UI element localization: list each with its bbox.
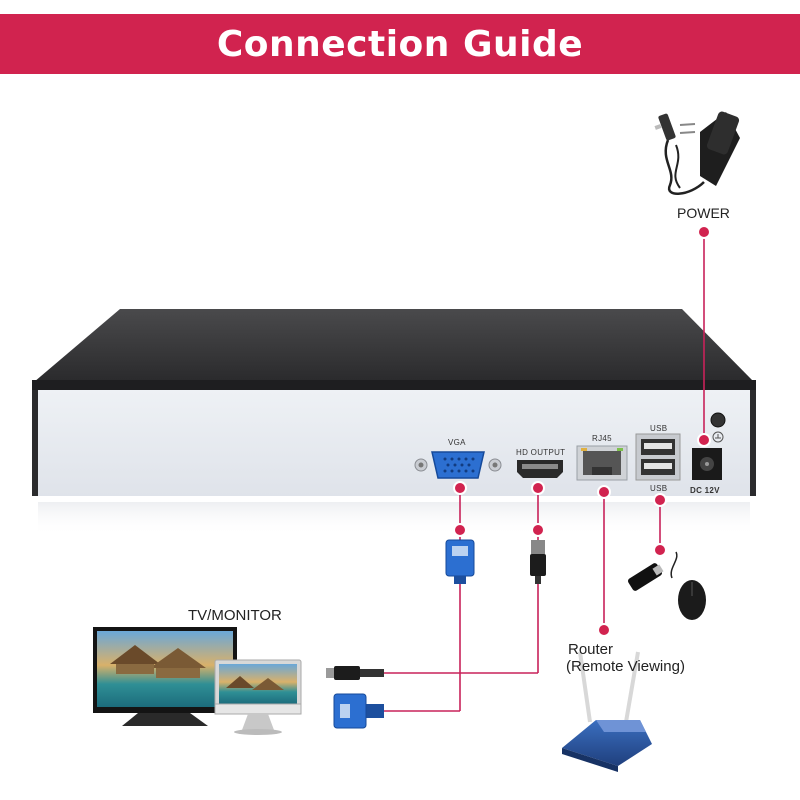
usb-peripheral-dot: [653, 543, 667, 557]
vga-dot: [453, 481, 467, 495]
router-label: Router: [568, 641, 614, 658]
vga-port: [414, 451, 502, 479]
usb-top-label: USB: [650, 424, 668, 433]
rj45-dot: [597, 485, 611, 499]
hd-cable-dot: [531, 523, 545, 537]
hd-output-port-label: HD OUTPUT: [516, 448, 566, 457]
usb-mouse: [670, 551, 706, 620]
router-sublabel: (Remote Viewing): [566, 658, 685, 675]
vga-cable-horizontal: [333, 693, 384, 729]
router-dot: [597, 623, 611, 637]
dc-power-jack: [692, 412, 726, 480]
router: [562, 651, 652, 772]
dc-port-label: DC 12V: [690, 486, 720, 495]
vga-port-label: VGA: [448, 438, 466, 447]
connector-dots: [453, 225, 711, 637]
nvr-device: [32, 309, 756, 536]
tv-monitor-label: TV/MONITOR: [188, 607, 282, 624]
desktop-monitor: [214, 659, 302, 735]
power-label: POWER: [677, 205, 730, 221]
usb-dot: [653, 493, 667, 507]
usb-ports: [635, 433, 681, 481]
nvr-rear-panel: [38, 390, 750, 496]
rj45-port: [576, 445, 628, 481]
page-title: Connection Guide: [216, 23, 584, 65]
tv-monitor: [93, 627, 237, 726]
power-dot: [697, 225, 711, 239]
power-adapter: [654, 111, 740, 195]
hdmi-cable-connector: [530, 540, 546, 584]
hd-output-dot: [531, 481, 545, 495]
nvr-side-edge: [32, 380, 756, 392]
hdmi-cable-horizontal: [326, 666, 384, 680]
dc-jack-dot: [697, 433, 711, 447]
hd-output-port: [517, 460, 563, 478]
usb-bottom-label: USB: [650, 484, 668, 493]
nvr-top-cover: [34, 309, 754, 382]
vga-cable-connector: [445, 539, 475, 584]
title-banner: Connection Guide: [0, 14, 800, 74]
rj45-port-label: RJ45: [592, 434, 612, 443]
nvr-reflection: [38, 502, 750, 536]
vga-cable-dot: [453, 523, 467, 537]
usb-flash-drive: [628, 563, 664, 591]
